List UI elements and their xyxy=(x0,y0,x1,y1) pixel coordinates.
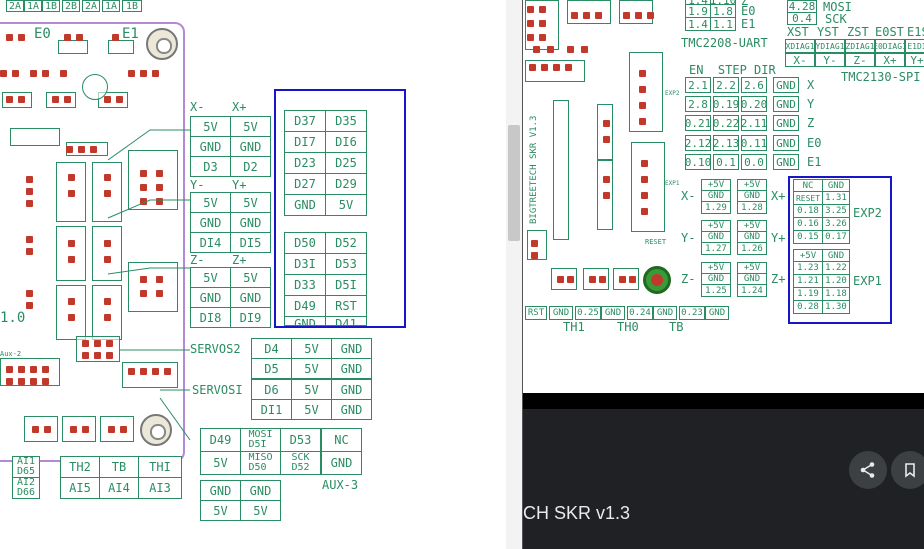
label-y-plus: Y+ xyxy=(232,178,247,192)
scrollbar-thumb[interactable] xyxy=(508,125,520,241)
label-e0: E0 xyxy=(34,26,51,42)
bookmark-button[interactable] xyxy=(891,451,924,489)
share-icon xyxy=(860,462,875,478)
highlight-box-left xyxy=(274,89,406,328)
label-y-minus: Y- xyxy=(190,178,205,192)
leader-lines xyxy=(107,129,192,441)
label-servos2: SERVOS2 xyxy=(190,342,241,356)
skr-pinout-panel: BIGTREETECH SKR V1.3 RESET EXP2 EXP1 1.4… xyxy=(522,0,924,549)
image-title[interactable]: CH SKR v1.3 xyxy=(523,503,631,523)
mount-hole-top xyxy=(146,28,178,60)
highlight-box-right xyxy=(788,176,892,324)
exp2-side-label: EXP2 xyxy=(665,90,680,97)
label-e1: E1 xyxy=(122,26,139,42)
label-z-plus: Z+ xyxy=(232,253,247,267)
exp2-label: EXP2 xyxy=(853,206,882,220)
mount-hole-bottom xyxy=(140,414,172,446)
label-version: 1.0 xyxy=(0,310,26,326)
label-servos1: SERVOSI xyxy=(192,383,243,397)
exp1-label: EXP1 xyxy=(853,274,882,288)
label-x-plus: X+ xyxy=(232,100,247,114)
exp1-side-label: EXP1 xyxy=(665,180,680,187)
bookmark-icon xyxy=(905,463,915,478)
label-x-minus: X- xyxy=(190,100,205,114)
label-aux2: Aux-2 xyxy=(0,350,22,358)
tmc2130-label: TMC2130-SPI xyxy=(841,70,921,84)
share-button[interactable] xyxy=(849,451,887,489)
skr-board-image[interactable] xyxy=(523,0,683,320)
pane-divider[interactable] xyxy=(506,0,522,549)
tmc2208-label: TMC2208-UART xyxy=(681,36,768,50)
reset-label: RESET xyxy=(645,238,667,246)
label-aux3: AUX-3 xyxy=(322,478,359,492)
board-name: BIGTREETECH SKR V1.3 xyxy=(529,115,539,224)
label-z-minus: Z- xyxy=(190,253,205,267)
image-bottom-band xyxy=(523,393,924,409)
driver-header: EN STEP DIR xyxy=(689,63,776,77)
ramps-pinout-image[interactable]: 2A 1A 1B 2B 2A 1A 1B E0 E1 1.0 Aux-2 xyxy=(0,0,506,549)
